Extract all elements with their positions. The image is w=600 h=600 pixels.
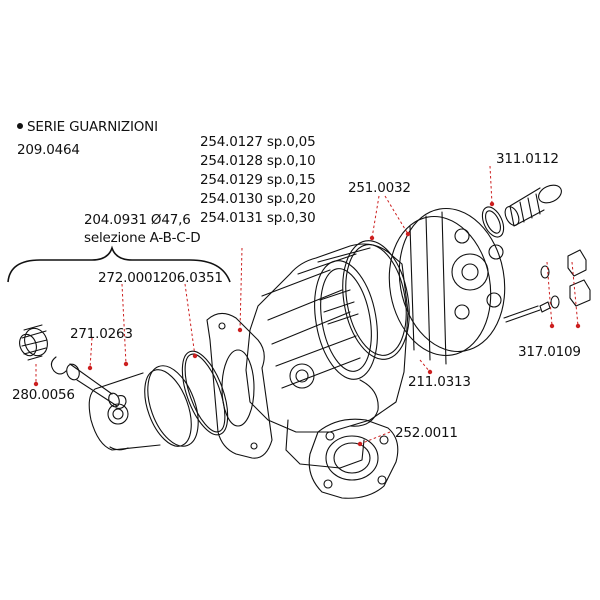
selection-brace — [7, 245, 231, 283]
piston-ring-label: 206.0351 — [160, 270, 223, 286]
shim-label-2: 254.0128 sp.0,10 — [200, 153, 316, 169]
gasket-set-title: SERIE GUARNIZIONI — [17, 118, 158, 136]
head-oring-label: 251.0032 — [348, 180, 411, 196]
spark-adapter-drawing — [504, 184, 562, 227]
studs-nuts-label: 317.0109 — [518, 344, 581, 360]
piston-rings-label: 272.0001 — [98, 270, 161, 286]
stud-drawing — [503, 301, 551, 323]
base-gasket-label: 252.0011 — [395, 425, 458, 441]
piston-pin-drawing — [66, 363, 120, 408]
piston-drawing — [88, 365, 199, 451]
seal-ring-drawing — [481, 206, 505, 238]
cylinder-head-label: 211.0313 — [408, 374, 471, 390]
washers-nuts-drawing — [540, 249, 591, 309]
gasket-set-title-text: SERIE GUARNIZIONI — [27, 119, 158, 135]
piston-group-code: 204.0931 Ø47,6 — [84, 212, 191, 228]
needle-bearing-label: 280.0056 — [12, 387, 75, 403]
circlip-drawing — [50, 356, 127, 409]
shim-label-4: 254.0130 sp.0,20 — [200, 191, 316, 207]
needle-bearing-drawing — [19, 324, 48, 361]
shim-label-5: 254.0131 sp.0,30 — [200, 210, 316, 226]
leader-lines — [35, 165, 579, 445]
gasket-set-code: 209.0464 — [17, 142, 80, 158]
shim-label-1: 254.0127 sp.0,05 — [200, 134, 316, 150]
base-gasket-drawing — [206, 312, 273, 459]
head-oring-drawing — [342, 240, 410, 360]
piston-group-selection: selezione A-B-C-D — [84, 230, 201, 246]
shim-label-3: 254.0129 sp.0,15 — [200, 172, 316, 188]
lower-gasket-drawing — [308, 418, 399, 499]
bullet-icon — [17, 123, 23, 129]
leader-dots — [33, 201, 581, 447]
cylinder-head-drawing — [388, 207, 506, 365]
spark-adapter-label: 311.0112 — [496, 151, 559, 167]
piston-pin-label: 271.0263 — [70, 326, 133, 342]
